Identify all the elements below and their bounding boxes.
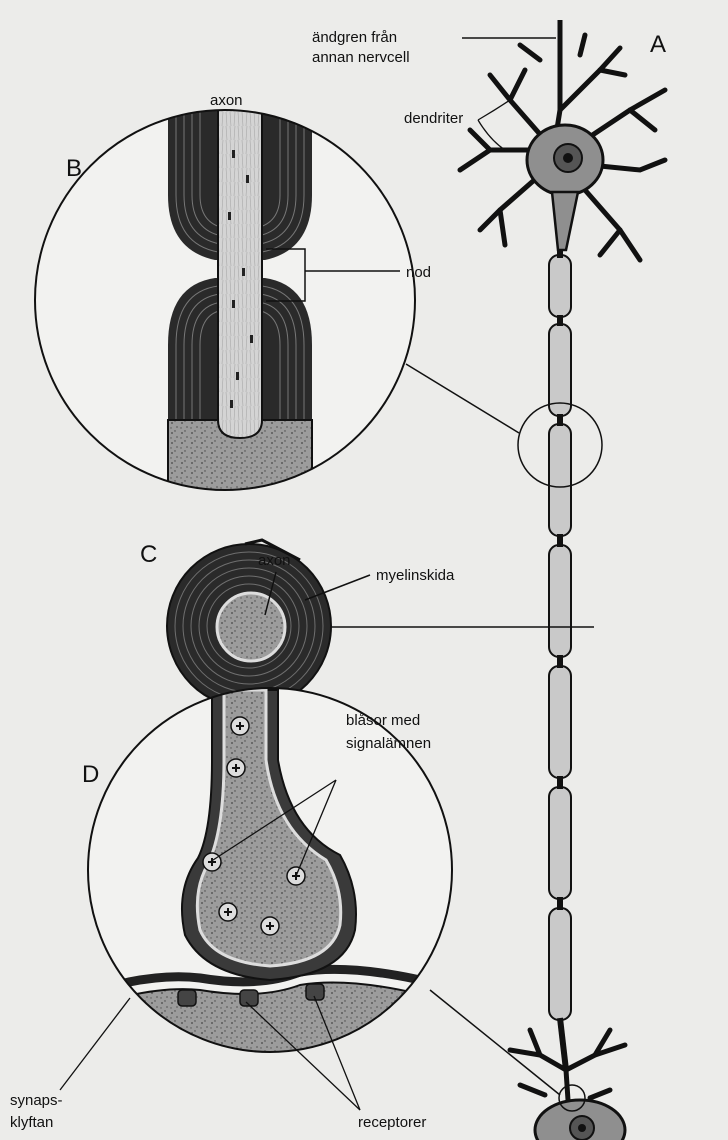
axon-hillock [552,192,578,250]
dendrites-label: dendriter [404,110,463,127]
panel-label-a: A [650,31,666,58]
nucleolus [563,153,573,163]
panel-label-d: D [82,761,99,788]
axon-core [218,110,262,438]
node-label: nod [406,264,431,281]
connector-d [430,990,560,1095]
cleft-label-line1: synaps- [10,1092,63,1109]
terminal-label-line1: ändgren från [312,29,397,46]
axon-label-c: axon [258,552,291,569]
target-nucleolus [578,1124,586,1132]
myelin-label: myelinskida [376,567,455,584]
cleft-leader [60,998,130,1090]
terminal-label-line2: annan nervcell [312,49,410,66]
vesicles-label-line1: blåsor med [346,712,420,729]
panel-label-c: C [140,541,157,568]
panel-b-node [35,110,415,500]
connector-b [406,364,519,433]
panel-label-b: B [66,155,82,182]
receptors-label: receptorer [358,1114,426,1131]
axon-label-b: axon [210,92,243,109]
vesicles-label-line2: signalämnen [346,735,431,752]
axon-cross-section [217,593,285,661]
cleft-label-line2: klyftan [10,1114,53,1131]
